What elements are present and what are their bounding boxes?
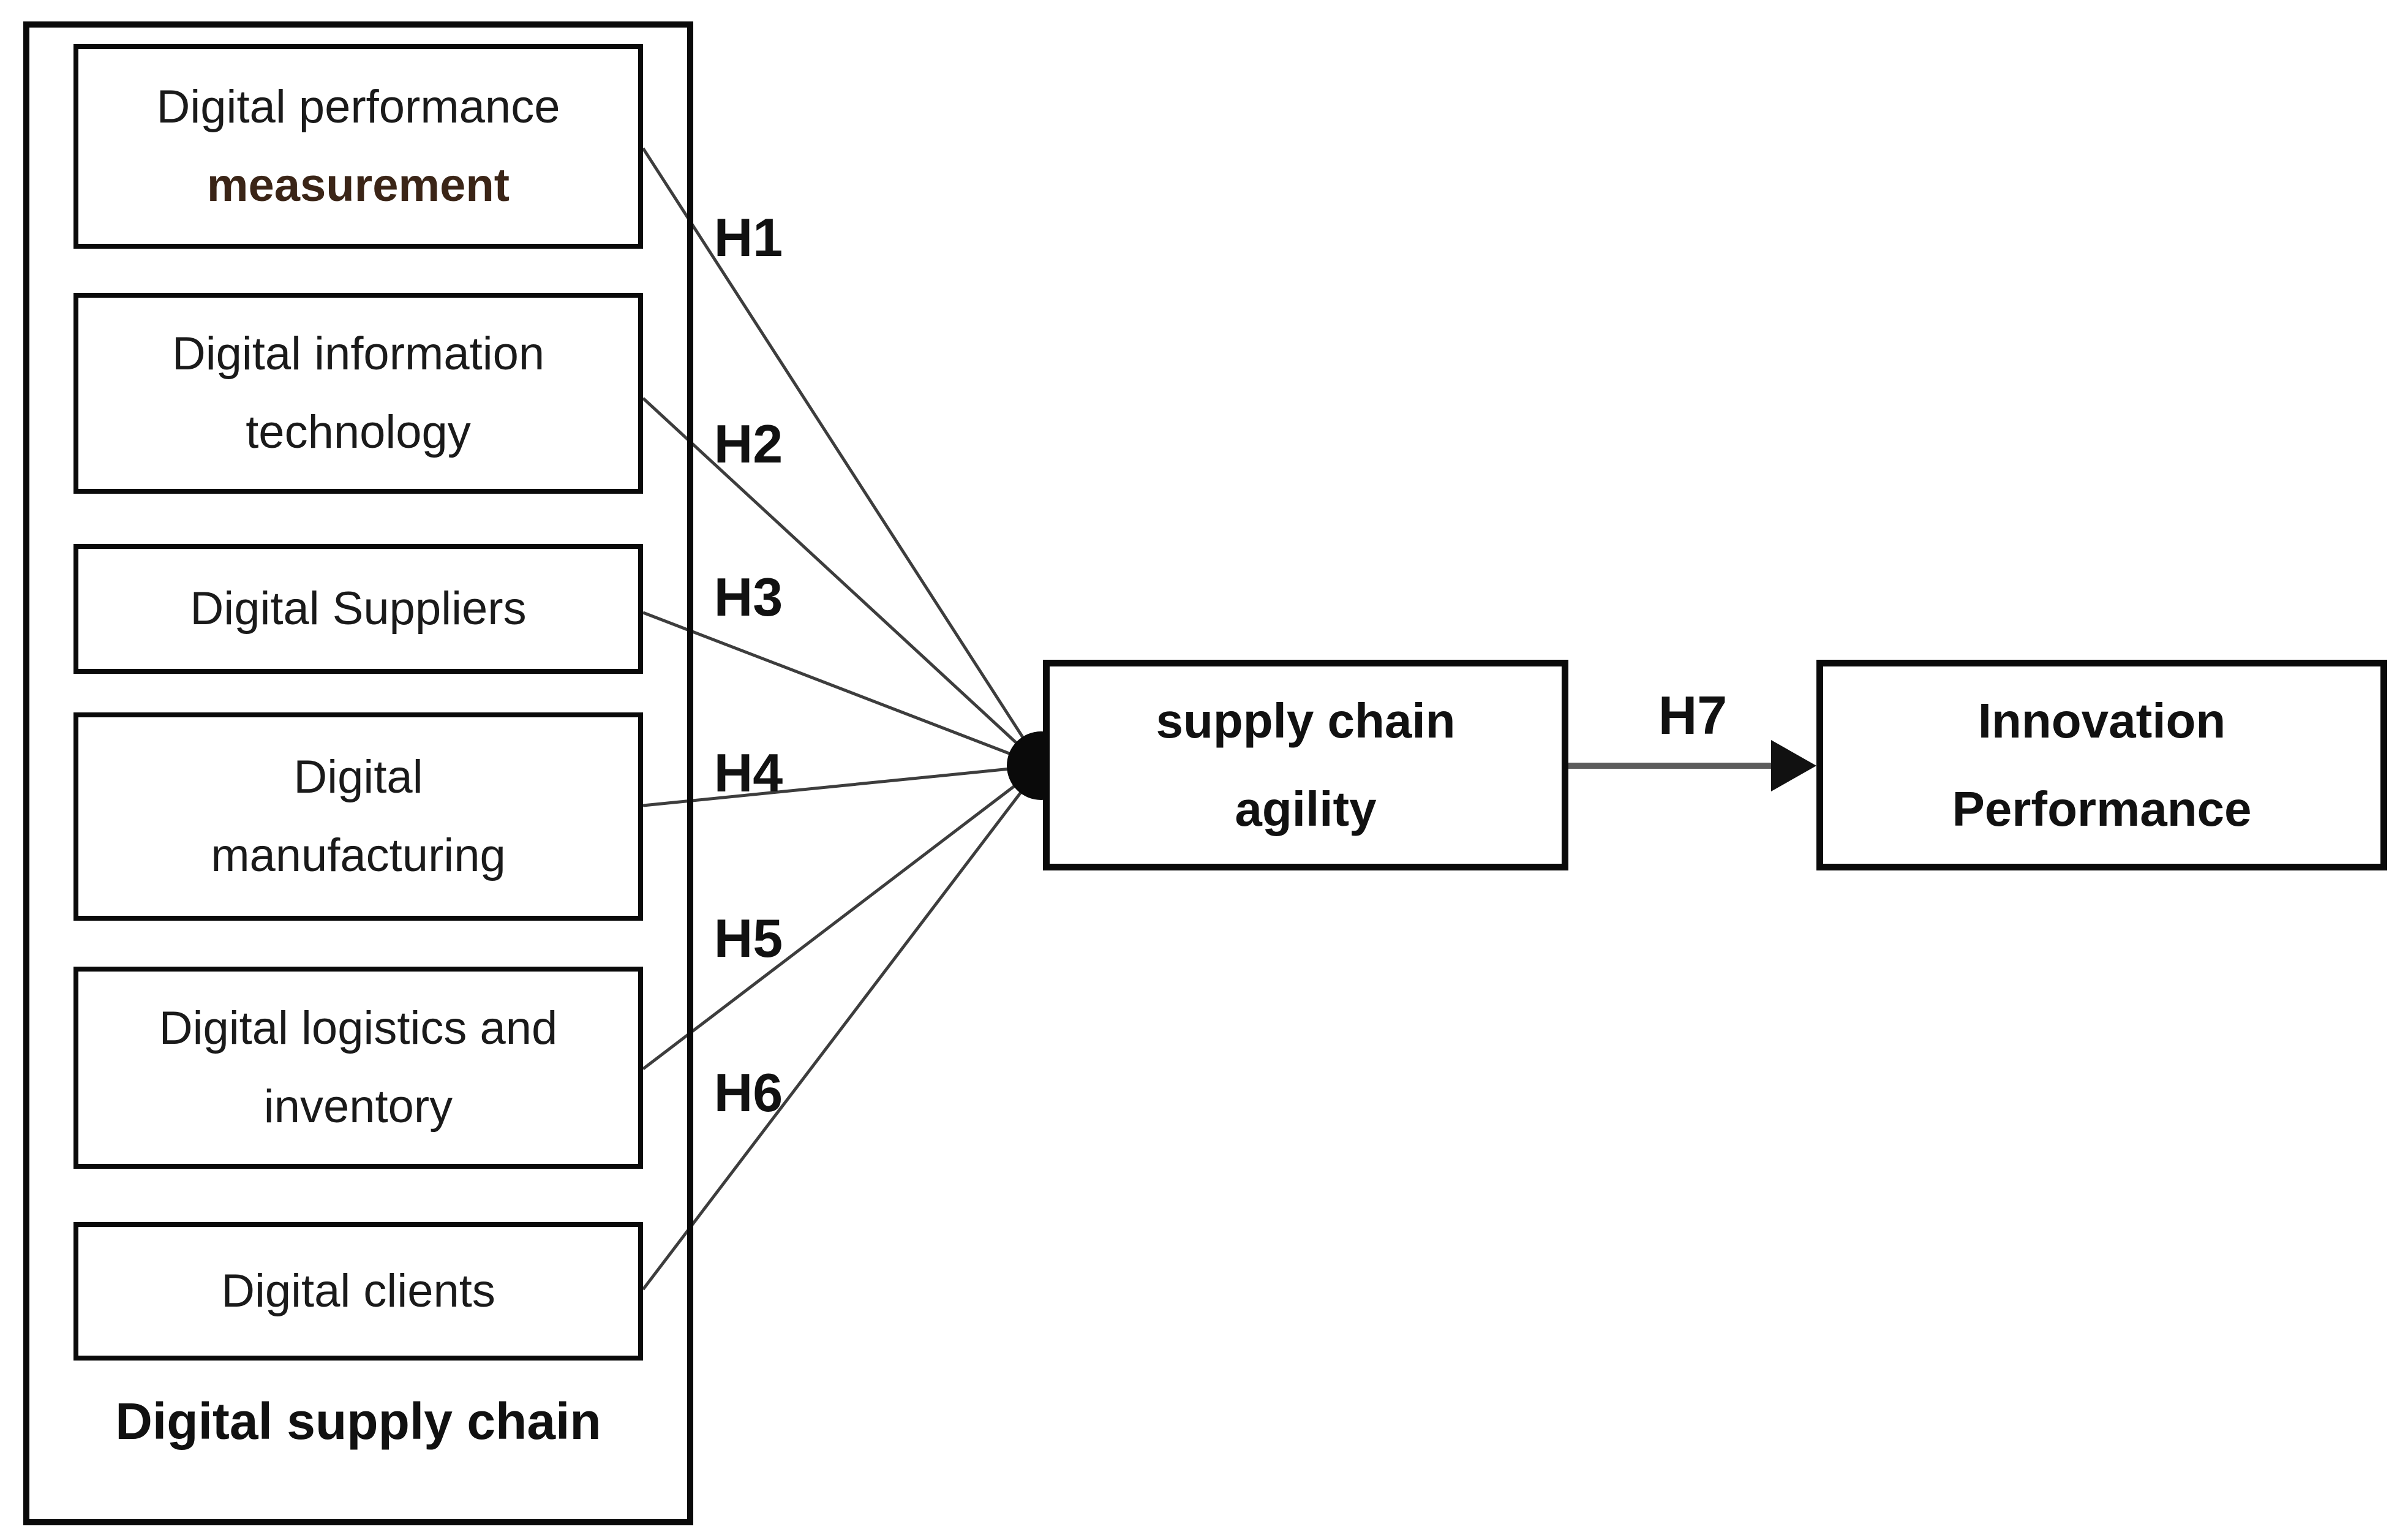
box-label-line: Digital information: [171, 328, 545, 380]
box-label-line: manufacturing: [211, 829, 506, 881]
h1-connector-line: [641, 147, 1043, 767]
box-label-line-measurement: measurement: [206, 159, 510, 211]
box-supply-chain-agility: supply chain agility: [1043, 660, 1568, 870]
box-label-line: Digital: [293, 751, 423, 804]
box-label-line: Performance: [1952, 782, 2252, 836]
hypothesis-label-h3: H3: [713, 567, 783, 627]
h3-connector-line: [642, 611, 1042, 768]
box-label-line: Innovation: [1977, 693, 2226, 748]
digital-supply-chain-frame: [23, 21, 693, 1525]
box-innovation-performance: Innovation Performance: [1816, 660, 2387, 870]
h2-connector-line: [642, 397, 1042, 767]
hypothesis-label-h1: H1: [713, 207, 783, 268]
hypothesis-label-h7: H7: [1658, 685, 1728, 745]
box-digital-clients: Digital clients: [73, 1222, 643, 1361]
box-label-line: inventory: [263, 1081, 453, 1133]
h7-arrowhead-icon: [1771, 740, 1816, 791]
box-digital-manufacturing: Digital manufacturing: [73, 712, 643, 921]
box-label-line: Digital clients: [221, 1265, 495, 1318]
box-label-line: Digital logistics and: [159, 1002, 558, 1055]
hypothesis-label-h5: H5: [713, 908, 783, 968]
box-digital-information-technology: Digital information technology: [73, 293, 643, 494]
hypothesis-label-h4: H4: [713, 742, 783, 803]
h5-connector-line: [642, 764, 1042, 1070]
box-label-line: supply chain: [1156, 693, 1456, 748]
h6-connector-line: [642, 764, 1042, 1291]
h4-connector-line: [642, 764, 1042, 807]
digital-supply-chain-caption: Digital supply chain: [115, 1392, 601, 1450]
box-digital-performance-measurement: Digital performance measurement: [73, 44, 643, 249]
hypothesis-label-h2: H2: [713, 413, 783, 474]
hypothesis-label-h6: H6: [713, 1062, 783, 1123]
box-label-line: technology: [246, 406, 471, 458]
box-label-line: agility: [1235, 782, 1377, 836]
box-label-line: Digital Suppliers: [190, 583, 527, 635]
box-digital-suppliers: Digital Suppliers: [73, 544, 643, 674]
box-label-line: Digital performance: [156, 81, 560, 134]
box-digital-logistics-and-inventory: Digital logistics and inventory: [73, 967, 643, 1169]
